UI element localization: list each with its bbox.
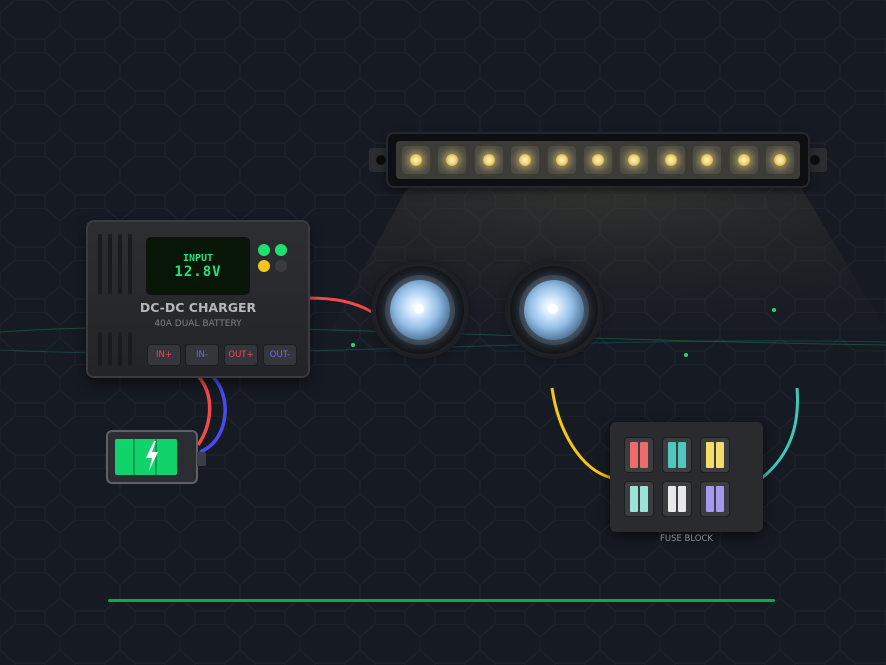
status-led [258,260,270,272]
fuse-slot[interactable] [663,438,691,472]
fuse-slot[interactable] [625,482,653,516]
spot-light-lens [390,280,450,340]
led-bulb [765,146,794,174]
spot-light-left[interactable] [376,266,464,354]
glow-dot [351,343,355,347]
lightning-bolt-icon [146,441,158,471]
terminal-in-negative[interactable]: IN- [186,345,218,365]
spot-light-lens [524,280,584,340]
led-bulb [620,146,649,174]
led-bulb [511,146,540,174]
led-light-bar[interactable] [388,134,808,186]
battery-charge-level [115,439,177,475]
charger-title: DC-DC CHARGER [139,300,257,315]
fuse-slot[interactable] [701,482,729,516]
display-value: 12.8V [174,264,222,280]
fuse-slot[interactable] [625,438,653,472]
led-bulb [693,146,722,174]
status-led [258,244,270,256]
spot-light-right[interactable] [510,266,598,354]
led-bulb [474,146,503,174]
battery-terminal [197,452,206,466]
voltage-display: INPUT 12.8V [148,239,248,293]
status-led [275,244,287,256]
led-array [396,141,800,179]
led-bulb [729,146,758,174]
dc-dc-charger[interactable]: INPUT 12.8V DC-DC CHARGER 40A DUAL BATTE… [88,222,308,376]
wire-red-to-battery [196,374,212,447]
heatsink-fins [98,332,138,366]
display-label: INPUT [182,253,214,264]
led-bulb [438,146,467,174]
terminal-out-negative[interactable]: OUT- [264,345,296,365]
battery[interactable] [108,432,206,482]
glow-dot [772,308,776,312]
heatsink-fins [98,234,138,294]
wire-yellow-to-fuse [550,387,613,480]
fuse-slot[interactable] [701,438,729,472]
charger-subtitle: 40A DUAL BATTERY [154,319,242,329]
led-bulb [583,146,612,174]
led-bulb [656,146,685,174]
wire-teal-to-fuse [761,387,799,480]
status-led [275,260,287,272]
fuse-block[interactable] [610,422,763,532]
wire-blue-to-battery [199,374,227,454]
glow-dot [684,353,688,357]
fuse-block-label: FUSE BLOCK [659,534,714,544]
terminal-out-positive[interactable]: OUT+ [225,345,257,365]
led-bulb [402,146,430,174]
terminal-in-positive[interactable]: IN+ [148,345,180,365]
ground-line [108,599,775,602]
wire-red-to-spot [307,296,373,314]
fuse-slot[interactable] [663,482,691,516]
led-bulb [547,146,576,174]
